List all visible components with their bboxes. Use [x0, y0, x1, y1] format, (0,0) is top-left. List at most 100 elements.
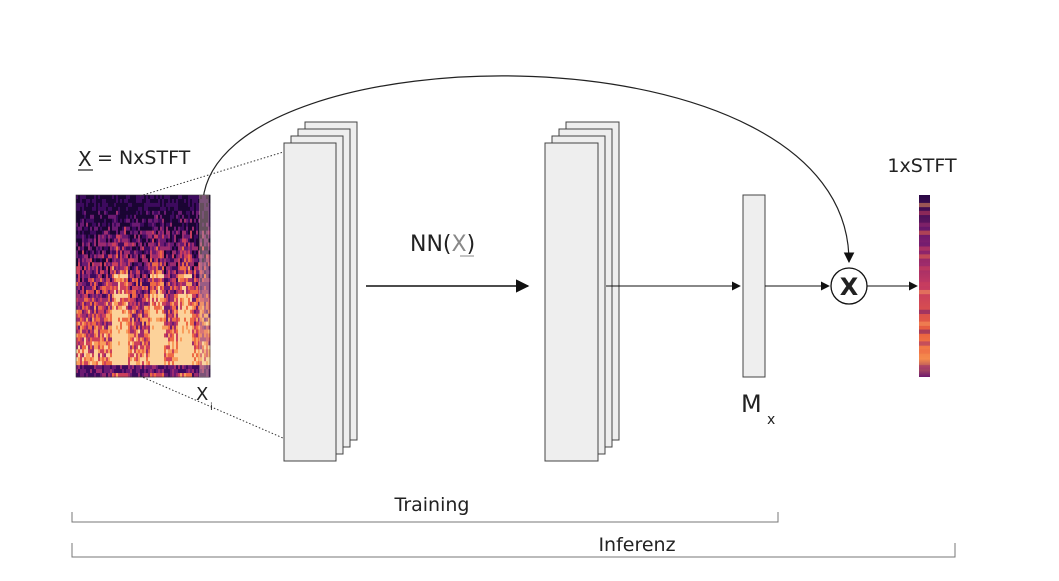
spectrogram-cell	[170, 230, 173, 235]
spectrogram-cell	[90, 325, 93, 330]
spectrogram-cell	[136, 361, 139, 366]
spectrogram-cell	[142, 230, 145, 235]
spectrogram-cell	[170, 321, 173, 326]
spectrogram-cell	[200, 293, 203, 299]
spectrogram-cell	[162, 218, 165, 224]
spectrogram-cell	[158, 214, 161, 220]
spectrogram-cell	[98, 246, 101, 251]
spectrogram-cell	[166, 238, 169, 243]
spectrogram-cell	[120, 258, 123, 263]
spectrogram-cell	[134, 321, 137, 326]
spectrogram-cell	[204, 321, 207, 326]
spectrogram-cell	[194, 282, 197, 287]
spectrogram-cell	[180, 293, 183, 299]
spectrogram-cell	[198, 266, 201, 271]
spectrogram-cell	[130, 305, 133, 311]
spectrogram-cell	[174, 274, 177, 279]
spectrogram-cell	[206, 266, 209, 271]
spectrogram-cell	[76, 373, 79, 378]
spectrogram-cell	[188, 317, 191, 323]
spectrogram-cell	[118, 262, 121, 267]
output-spectrogram-cell	[919, 254, 930, 259]
spectrogram-cell	[126, 266, 129, 271]
spectrogram-cell	[138, 337, 141, 342]
output-label: 1xSTFT	[887, 155, 957, 177]
spectrogram-cell	[130, 297, 133, 303]
spectrogram-cell	[208, 286, 211, 291]
spectrogram-cell	[140, 369, 143, 374]
spectrogram-cell	[80, 210, 83, 216]
spectrogram-cell	[156, 309, 159, 315]
spectrogram-cell	[80, 341, 83, 346]
spectrogram-cell	[98, 293, 101, 299]
spectrogram-cell	[178, 230, 181, 235]
spectrogram-cell	[166, 282, 169, 287]
spectrogram-cell	[152, 293, 155, 299]
spectrogram-cell	[184, 289, 187, 295]
spectrogram-cell	[92, 254, 95, 259]
spectrogram-cell	[152, 270, 155, 275]
spectrogram-cell	[146, 270, 149, 275]
spectrogram-cell	[134, 349, 137, 354]
spectrogram-cell	[158, 218, 161, 224]
spectrogram-cell	[110, 274, 113, 279]
spectrogram-cell	[168, 246, 171, 251]
spectrogram-cell	[164, 258, 167, 263]
spectrogram-cell	[176, 345, 179, 350]
spectrogram-cell	[188, 246, 191, 251]
spectrogram-cell	[94, 198, 97, 204]
spectrogram-cell	[134, 317, 137, 323]
spectrogram-cell	[110, 258, 113, 263]
spectrogram-cell	[186, 325, 189, 330]
spectrogram-cell	[176, 250, 179, 255]
spectrogram-cell	[106, 258, 109, 263]
spectrogram-cell	[146, 325, 149, 330]
spectrogram-cell	[136, 353, 139, 358]
spectrogram-cell	[136, 309, 139, 315]
spectrogram-cell	[206, 305, 209, 311]
spectrogram-cell	[194, 238, 197, 243]
spectrogram-cell	[124, 297, 127, 303]
spectrogram-cell	[188, 254, 191, 259]
spectrogram-cell	[130, 234, 133, 239]
spectrogram-cell	[164, 325, 167, 330]
spectrogram-cell	[160, 258, 163, 263]
spectrogram-cell	[198, 365, 201, 370]
spectrogram-cell	[114, 289, 117, 295]
spectrogram-cell	[174, 297, 177, 303]
spectrogram-cell	[114, 293, 117, 299]
spectrogram-cell	[92, 226, 95, 232]
input-frame-stack	[283, 121, 358, 462]
spectrogram-cell	[202, 286, 205, 291]
spectrogram-cell	[146, 317, 149, 323]
spectrogram-cell	[166, 329, 169, 334]
spectrogram-cell	[182, 357, 185, 362]
spectrogram-cell	[122, 226, 125, 232]
spectrogram-cell	[158, 329, 161, 334]
spectrogram-cell	[122, 198, 125, 204]
spectrogram-cell	[150, 289, 153, 295]
spectrogram-cell	[150, 357, 153, 362]
spectrogram-cell	[150, 218, 153, 224]
spectrogram-cell	[78, 258, 81, 263]
spectrogram-cell	[116, 266, 119, 271]
spectrogram-cell	[150, 238, 153, 243]
spectrogram-cell	[150, 345, 153, 350]
spectrogram-cell	[160, 349, 163, 354]
spectrogram-cell	[88, 195, 91, 200]
spectrogram-cell	[182, 329, 185, 334]
spectrogram-cell	[176, 238, 179, 243]
spectrogram-cell	[94, 297, 97, 303]
spectrogram-cell	[108, 313, 111, 319]
spectrogram-cell	[192, 321, 195, 326]
spectrogram-cell	[132, 274, 135, 279]
spectrogram-cell	[100, 329, 103, 334]
spectrogram-cell	[204, 301, 207, 307]
spectrogram-cell	[86, 266, 89, 271]
spectrogram-cell	[146, 321, 149, 326]
spectrogram-cell	[208, 325, 211, 330]
spectrogram-cell	[160, 289, 163, 295]
spectrogram-cell	[92, 357, 95, 362]
spectrogram-cell	[194, 258, 197, 263]
spectrogram-cell	[112, 258, 115, 263]
